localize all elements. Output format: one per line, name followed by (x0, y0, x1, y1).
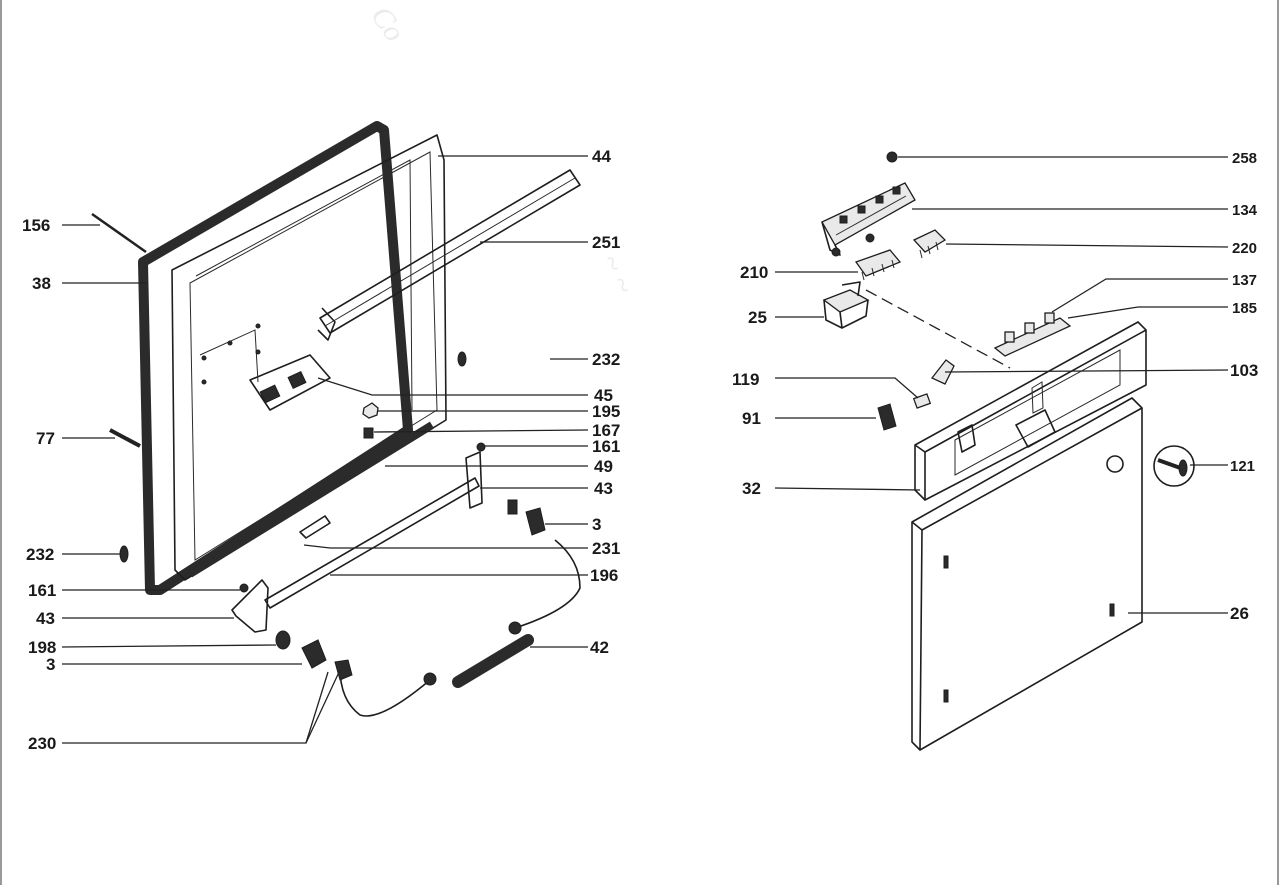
label-161-left: 161 (28, 581, 56, 600)
label-251: 251 (592, 233, 620, 252)
label-3-left: 3 (46, 655, 55, 674)
callout-labels: 156 38 77 232 161 43 198 3 230 44 251 23… (22, 147, 1258, 753)
label-25: 25 (748, 308, 767, 327)
leader-lines-left (61, 155, 589, 744)
connector-220 (912, 229, 947, 253)
label-32: 32 (742, 479, 761, 498)
handle-231 (299, 515, 331, 539)
label-121: 121 (1230, 458, 1255, 475)
clip-3-right (525, 507, 546, 536)
inner-door-assembly (91, 121, 581, 717)
cable-231 (514, 539, 581, 629)
screw-77 (109, 428, 141, 448)
label-220: 220 (1232, 240, 1257, 257)
label-156: 156 (22, 216, 50, 235)
label-196: 196 (590, 566, 618, 585)
label-49: 49 (594, 457, 613, 476)
label-42: 42 (590, 638, 609, 657)
door-lock-45 (199, 323, 331, 411)
label-119: 119 (732, 370, 759, 389)
hinge-bracket-left-43 (231, 579, 269, 633)
control-panel-32 (914, 321, 1147, 501)
spring-42 (452, 634, 534, 688)
part-258 (886, 151, 898, 163)
screw-161-right (476, 442, 486, 452)
label-26: 26 (1230, 604, 1249, 623)
svg-text:~ ~: ~ ~ (594, 249, 641, 299)
clip-3-left (301, 639, 327, 669)
connector-210 (854, 249, 902, 277)
clip-167 (363, 427, 374, 439)
box-25 (822, 281, 870, 329)
label-137: 137 (1232, 272, 1257, 289)
label-231: 231 (592, 539, 620, 558)
label-210: 210 (740, 263, 768, 282)
label-134: 134 (1232, 202, 1258, 219)
board-134 (821, 182, 916, 257)
screw-156 (91, 212, 147, 254)
label-3-right: 3 (592, 515, 601, 534)
label-38: 38 (32, 274, 51, 293)
label-195: 195 (592, 402, 620, 421)
label-258: 258 (1232, 150, 1257, 167)
nut-195 (362, 402, 379, 419)
plug-232-right (457, 351, 467, 367)
plug-232-left (119, 545, 129, 563)
label-103: 103 (1230, 361, 1258, 380)
outer-door-panel-26 (911, 397, 1143, 751)
inner-seal-167 (187, 421, 435, 578)
leader-lines-right (774, 156, 1229, 614)
label-185: 185 (1232, 300, 1257, 317)
label-77: 77 (36, 429, 55, 448)
hinge-bracket-right-43 (465, 451, 483, 509)
outer-door-assembly (821, 151, 1195, 751)
label-198: 198 (28, 638, 56, 657)
part-91 (877, 403, 897, 431)
label-44: 44 (592, 147, 611, 166)
label-232-right: 232 (592, 350, 620, 369)
part-103 (930, 359, 955, 385)
hinge-rod-196 (264, 477, 480, 609)
screw-161-left (239, 583, 249, 593)
label-232-left: 232 (26, 545, 54, 564)
inner-door-frame (171, 134, 447, 581)
label-43-left: 43 (36, 609, 55, 628)
label-161-right: 161 (592, 437, 620, 456)
label-45: 45 (594, 386, 613, 405)
bush-198 (275, 630, 291, 650)
crossbar-251 (319, 169, 581, 334)
screw-121 (1106, 445, 1195, 487)
svg-text:Co: Co (364, 0, 411, 48)
cable-230 (339, 667, 431, 717)
buttons-185 (993, 312, 1072, 357)
label-91: 91 (742, 409, 761, 428)
label-167: 167 (592, 421, 620, 440)
label-230: 230 (28, 734, 56, 753)
label-43-right: 43 (594, 479, 613, 498)
